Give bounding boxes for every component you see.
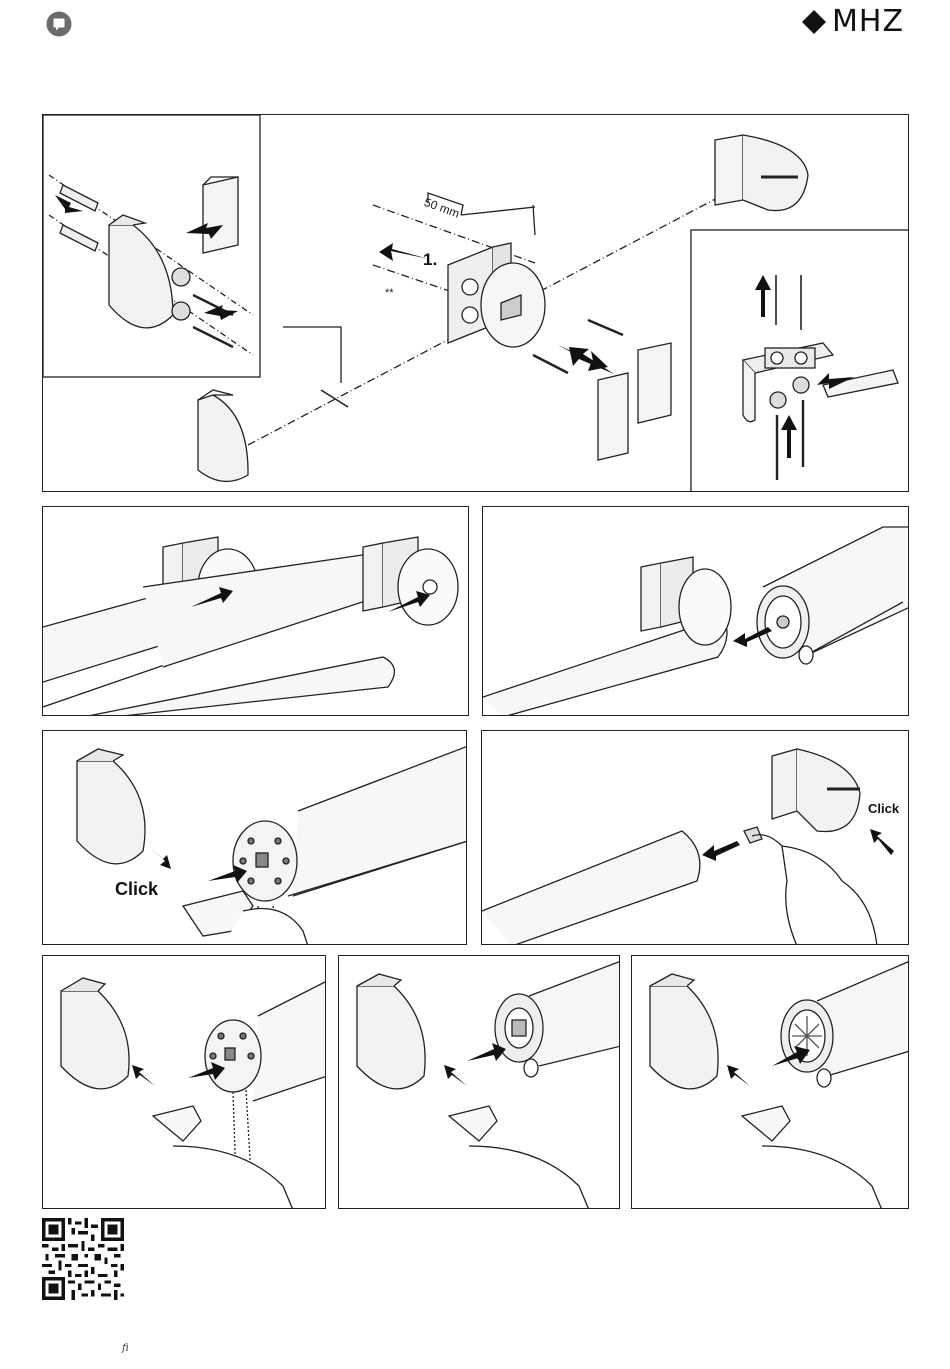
click-small-label: Click (868, 801, 899, 816)
chain-insert-illustration (43, 956, 326, 1209)
bracket-mounting-illustration (43, 115, 909, 492)
chain-side-illustration (43, 731, 467, 945)
panel-tube-insert-middle (338, 955, 620, 1209)
panel-chain-insert (42, 955, 326, 1209)
panel-tube-onto-brackets (42, 506, 469, 716)
panel-bracket-mounting: 50 mm 1. ** (42, 114, 909, 492)
click-label: Click (115, 879, 158, 900)
footer-mark: fi (122, 1343, 129, 1354)
panel-tube-end-removal (482, 506, 909, 716)
drive-side-illustration (482, 731, 909, 945)
panel-tube-insert-motor (631, 955, 909, 1209)
tube-insert-middle-illustration (339, 956, 620, 1209)
tube-insert-motor-illustration (632, 956, 909, 1209)
note-marker: ** (385, 287, 394, 299)
tube-end-illustration (483, 507, 909, 716)
panel-chain-side-click: Click (42, 730, 467, 945)
panel-drive-side-click: Click (481, 730, 909, 945)
speech-bubble-icon (46, 11, 72, 37)
brand-logo: MHZ (832, 4, 904, 39)
qr-code-icon (42, 1218, 124, 1300)
tube-insertion-illustration (43, 507, 469, 716)
step-number-label: 1. (423, 250, 437, 270)
